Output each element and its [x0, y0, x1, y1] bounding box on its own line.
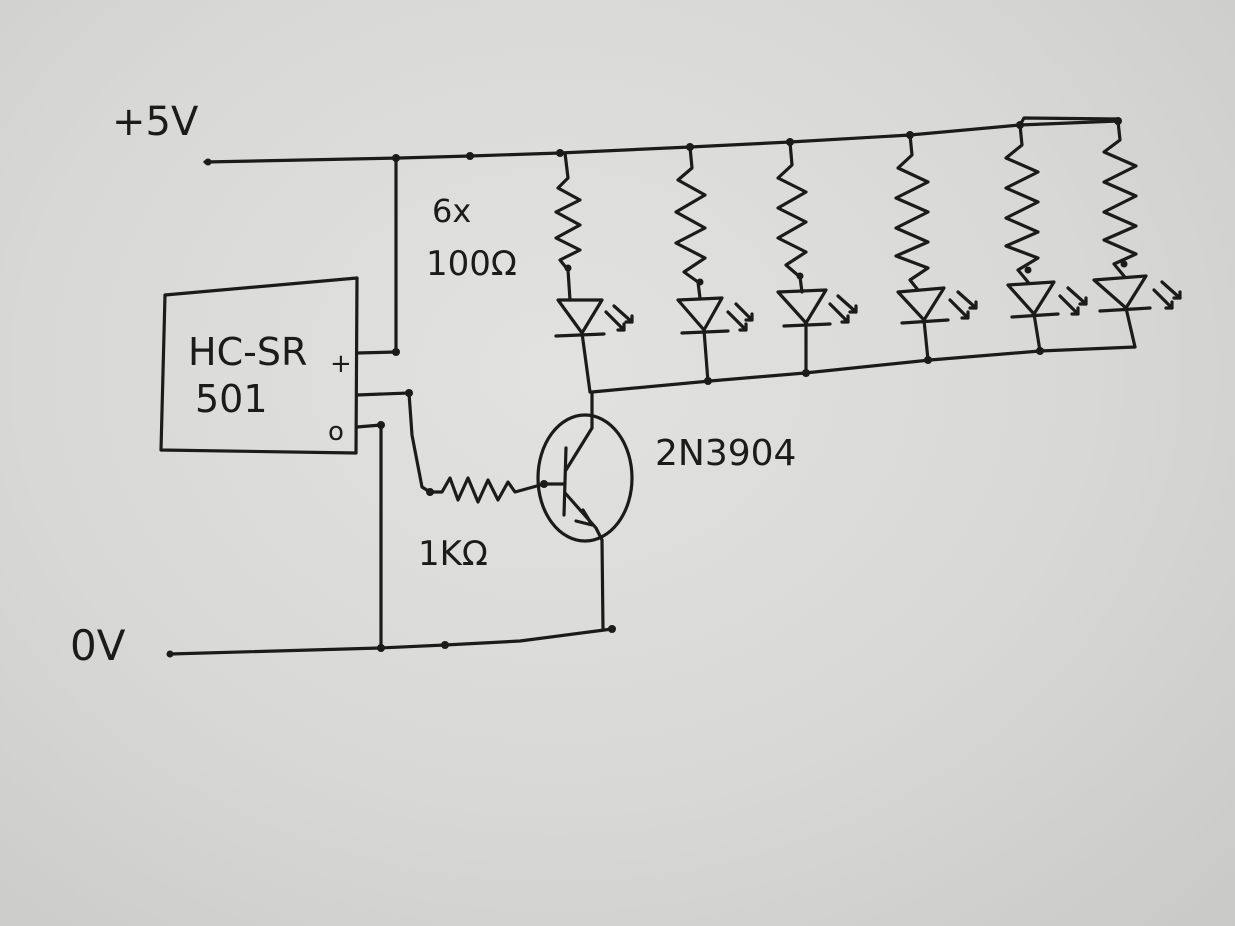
transistor-emitter — [564, 492, 605, 631]
cathode-bus — [590, 345, 1137, 394]
emitter-arrow — [574, 508, 594, 527]
led-2 — [676, 296, 730, 384]
led-branch-1 — [554, 151, 634, 394]
resistor-value-label: 100Ω — [426, 244, 517, 284]
led-5 — [1006, 280, 1060, 353]
led-3 — [776, 288, 832, 375]
led-2-light-arrows — [726, 302, 754, 332]
plus-pin-wire — [355, 158, 398, 355]
transistor-base-bar — [562, 446, 568, 517]
led-branch-4 — [894, 133, 978, 362]
led-4 — [896, 286, 950, 362]
supply-rail — [203, 119, 1120, 164]
led-branch-3 — [776, 140, 858, 375]
led-5-light-arrows — [1058, 286, 1088, 316]
resistor-5 — [1004, 123, 1040, 284]
base-resistor — [428, 476, 546, 504]
transistor-circle — [536, 413, 634, 543]
led-4-light-arrows — [948, 290, 978, 320]
led-branch-5 — [1004, 123, 1088, 353]
module-name-line1: HC-SR — [188, 330, 307, 374]
module-pin-out: o — [328, 417, 344, 447]
output-pin-wire — [355, 391, 432, 494]
resistor-1 — [554, 151, 582, 302]
led-branch-2 — [674, 145, 754, 384]
led-1 — [554, 298, 606, 394]
led-6 — [1092, 274, 1152, 349]
led-branch-6 — [1092, 119, 1182, 349]
ground-pin-wire — [355, 423, 383, 650]
module-pin-plus: + — [330, 349, 352, 379]
led-3-light-arrows — [828, 294, 858, 324]
module-name-line2: 501 — [195, 377, 268, 421]
resistor-4 — [894, 133, 930, 292]
resistor-2 — [674, 145, 707, 300]
resistor-count-label: 6x — [432, 192, 471, 230]
base-resistor-label: 1KΩ — [418, 534, 488, 574]
led-6-light-arrows — [1152, 280, 1182, 310]
led-1-light-arrows — [604, 304, 634, 332]
ground-rail — [168, 627, 614, 656]
sensor-module-box — [159, 276, 359, 455]
resistor-6 — [1102, 119, 1138, 278]
junction-dots — [166, 117, 1128, 658]
resistor-3 — [776, 140, 808, 294]
ground-label: 0V — [70, 621, 126, 670]
transistor-label: 2N3904 — [655, 433, 796, 474]
transistor-collector — [564, 390, 594, 472]
supply-label: +5V — [112, 99, 199, 145]
